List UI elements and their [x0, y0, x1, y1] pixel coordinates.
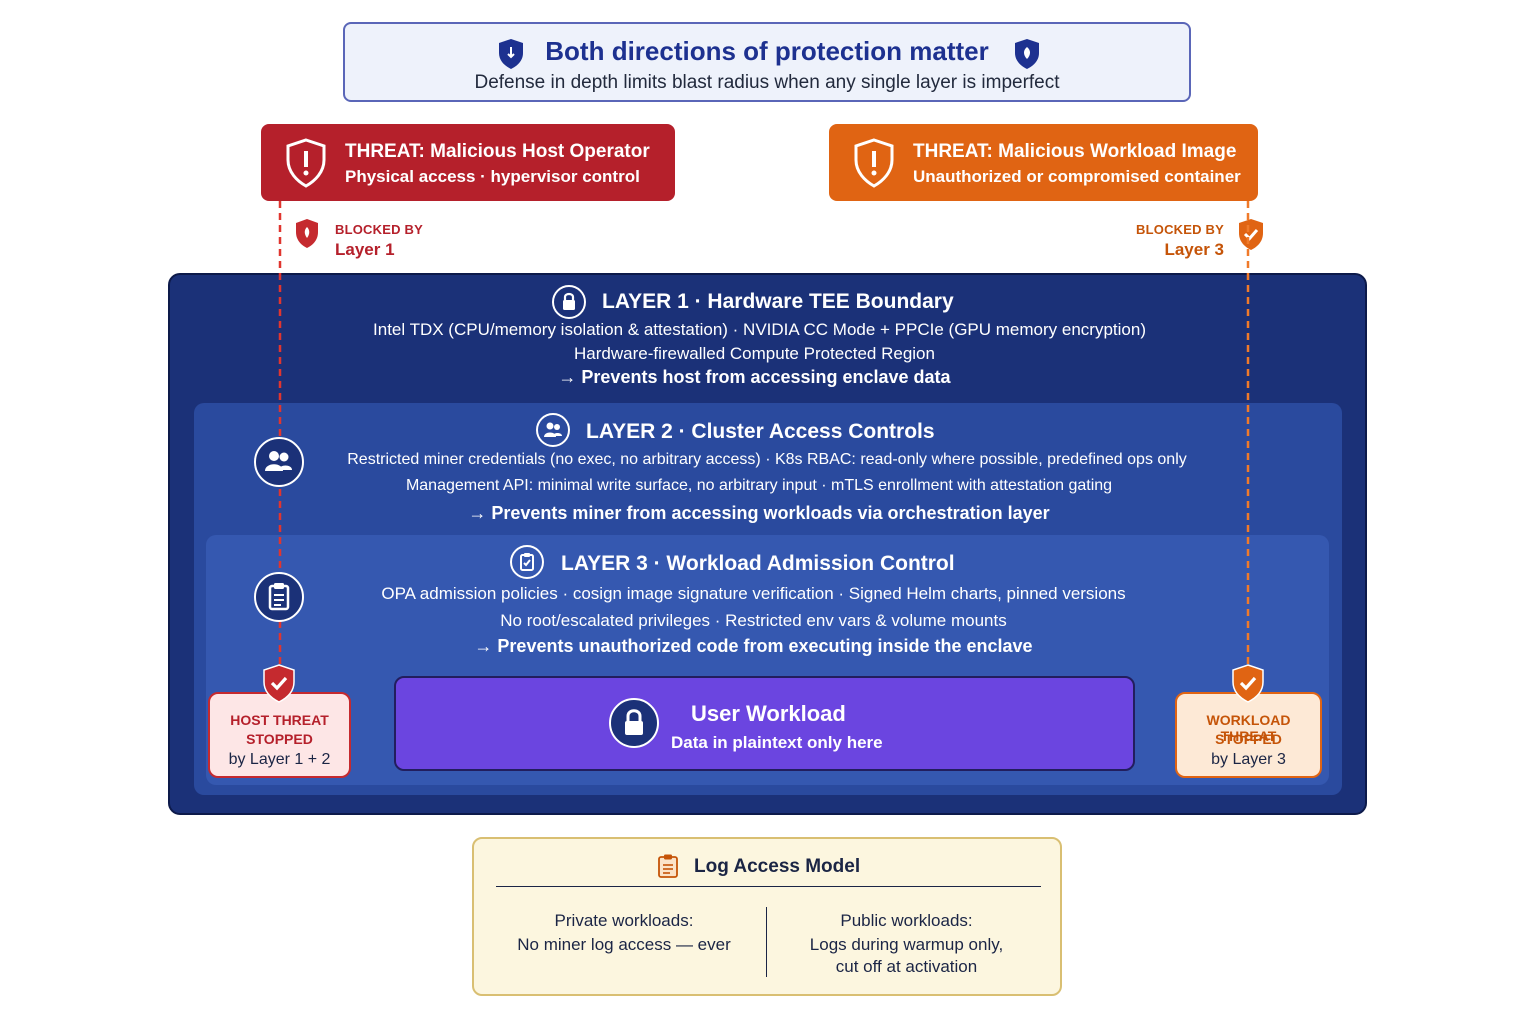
blocked-by-layer-host: Layer 1: [335, 240, 395, 259]
warning-shield-icon: [286, 138, 326, 188]
threat-host-title: THREAT: Malicious Host Operator: [345, 141, 650, 162]
workload-stopped-line2: STOPPED: [1215, 731, 1282, 747]
header-subtitle: Defense in depth limits blast radius whe…: [474, 72, 1060, 93]
threat-workload-title: THREAT: Malicious Workload Image: [913, 141, 1237, 162]
threat-workload-box: THREAT: Malicious Workload Image Unautho…: [829, 124, 1258, 201]
host-stopped-line3: by Layer 1 + 2: [228, 751, 331, 768]
warning-shield-icon: [854, 138, 894, 188]
layer3-title: LAYER 3 · Workload Admission Control: [561, 552, 955, 575]
log-public-heading: Public workloads:: [840, 911, 973, 930]
clipboard-icon: [510, 545, 544, 579]
layer2-title: LAYER 2 · Cluster Access Controls: [586, 420, 935, 443]
log-access-title: Log Access Model: [694, 856, 861, 877]
user-workload-title: User Workload: [691, 701, 846, 726]
shield-icon: [1015, 39, 1039, 69]
blocked-by-layer-workload: Layer 3: [1164, 240, 1224, 259]
layer3-result: → Prevents unauthorized code from execut…: [474, 636, 1033, 656]
workload-threat-stopped-box: WORKLOAD THREAT STOPPED by Layer 3: [1175, 692, 1322, 778]
layer1-line2: Hardware-firewalled Compute Protected Re…: [574, 344, 935, 363]
check-shield-icon: [1232, 664, 1264, 703]
clipboard-icon: [254, 572, 304, 622]
workload-stopped-line3: by Layer 3: [1211, 751, 1286, 768]
users-icon: [536, 413, 570, 447]
log-column-divider: [766, 907, 767, 977]
log-private-detail: No miner log access — ever: [517, 935, 731, 954]
blocked-shield-icon: [296, 219, 318, 248]
layer3-line1: OPA admission policies · cosign image si…: [381, 584, 1126, 603]
log-title-rule: [496, 886, 1041, 887]
user-workload-box: User Workload Data in plaintext only her…: [394, 676, 1135, 771]
threat-workload-subtitle: Unauthorized or compromised container: [913, 167, 1241, 186]
host-stopped-line1: HOST THREAT: [230, 712, 329, 728]
check-shield-icon: [263, 664, 295, 703]
shield-icon: [499, 39, 523, 69]
user-workload-subtitle: Data in plaintext only here: [671, 733, 883, 752]
layer1-title: LAYER 1 · Hardware TEE Boundary: [602, 290, 954, 313]
blocked-by-label-host: BLOCKED BY: [335, 222, 423, 237]
check-shield-icon: [1239, 219, 1263, 250]
host-threat-stopped-box: HOST THREAT STOPPED by Layer 1 + 2: [208, 692, 351, 778]
blocked-by-label-workload: BLOCKED BY: [1136, 222, 1224, 237]
layer2-result: → Prevents miner from accessing workload…: [468, 503, 1050, 523]
header-banner: Both directions of protection matter Def…: [343, 22, 1191, 102]
layer3-line2: No root/escalated privileges · Restricte…: [500, 611, 1007, 630]
layer2-line2: Management API: minimal write surface, n…: [405, 477, 1113, 494]
header-title: Both directions of protection matter: [545, 36, 989, 66]
clipboard-icon: [658, 854, 678, 878]
layer2-line1: Restricted miner credentials (no exec, n…: [347, 451, 1187, 468]
host-stopped-line2: STOPPED: [246, 731, 313, 747]
log-private-heading: Private workloads:: [554, 911, 694, 930]
lock-icon: [552, 285, 586, 319]
log-access-box: Log Access Model Private workloads: No m…: [472, 837, 1062, 996]
workload-stopped-line1: WORKLOAD THREAT: [1206, 712, 1291, 744]
layer1-result: → Prevents host from accessing enclave d…: [558, 367, 951, 387]
layer1-line1: Intel TDX (CPU/memory isolation & attest…: [373, 320, 1146, 339]
log-public-cutoff: cut off at activation: [835, 957, 978, 976]
lock-icon: [609, 698, 659, 748]
threat-host-subtitle: Physical access · hypervisor control: [345, 167, 640, 186]
threat-host-box: THREAT: Malicious Host Operator Physical…: [261, 124, 675, 201]
log-public-detail: Logs during warmup only,: [809, 935, 1004, 954]
users-icon: [254, 437, 304, 487]
